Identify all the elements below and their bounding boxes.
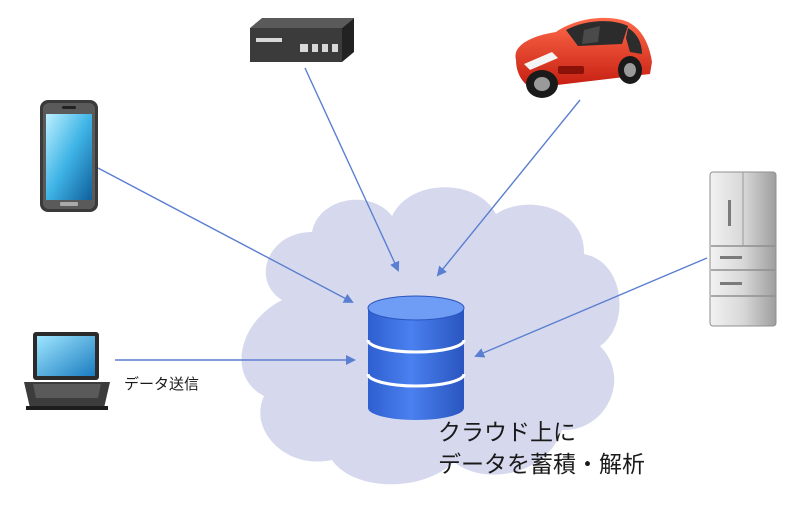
- network-device-icon: [250, 18, 354, 62]
- laptop-icon: [24, 332, 110, 410]
- data-transfer-label: データ送信: [124, 375, 199, 393]
- data-flow-arrows: [97, 67, 708, 365]
- smartphone-icon: [40, 100, 98, 212]
- database-icon: [366, 295, 466, 420]
- refrigerator-icon: [709, 171, 777, 327]
- arrow-car-to-db: [436, 99, 581, 277]
- cloud-caption-line-2: データを蓄積・解析: [438, 452, 645, 478]
- arrow-fridge-to-db: [474, 257, 708, 358]
- arrow-box-to-db: [304, 67, 400, 272]
- cloud-caption-line-1: クラウド上に: [438, 420, 576, 446]
- arrow-smartphone-to-db: [97, 167, 354, 303]
- car-icon: [515, 17, 652, 98]
